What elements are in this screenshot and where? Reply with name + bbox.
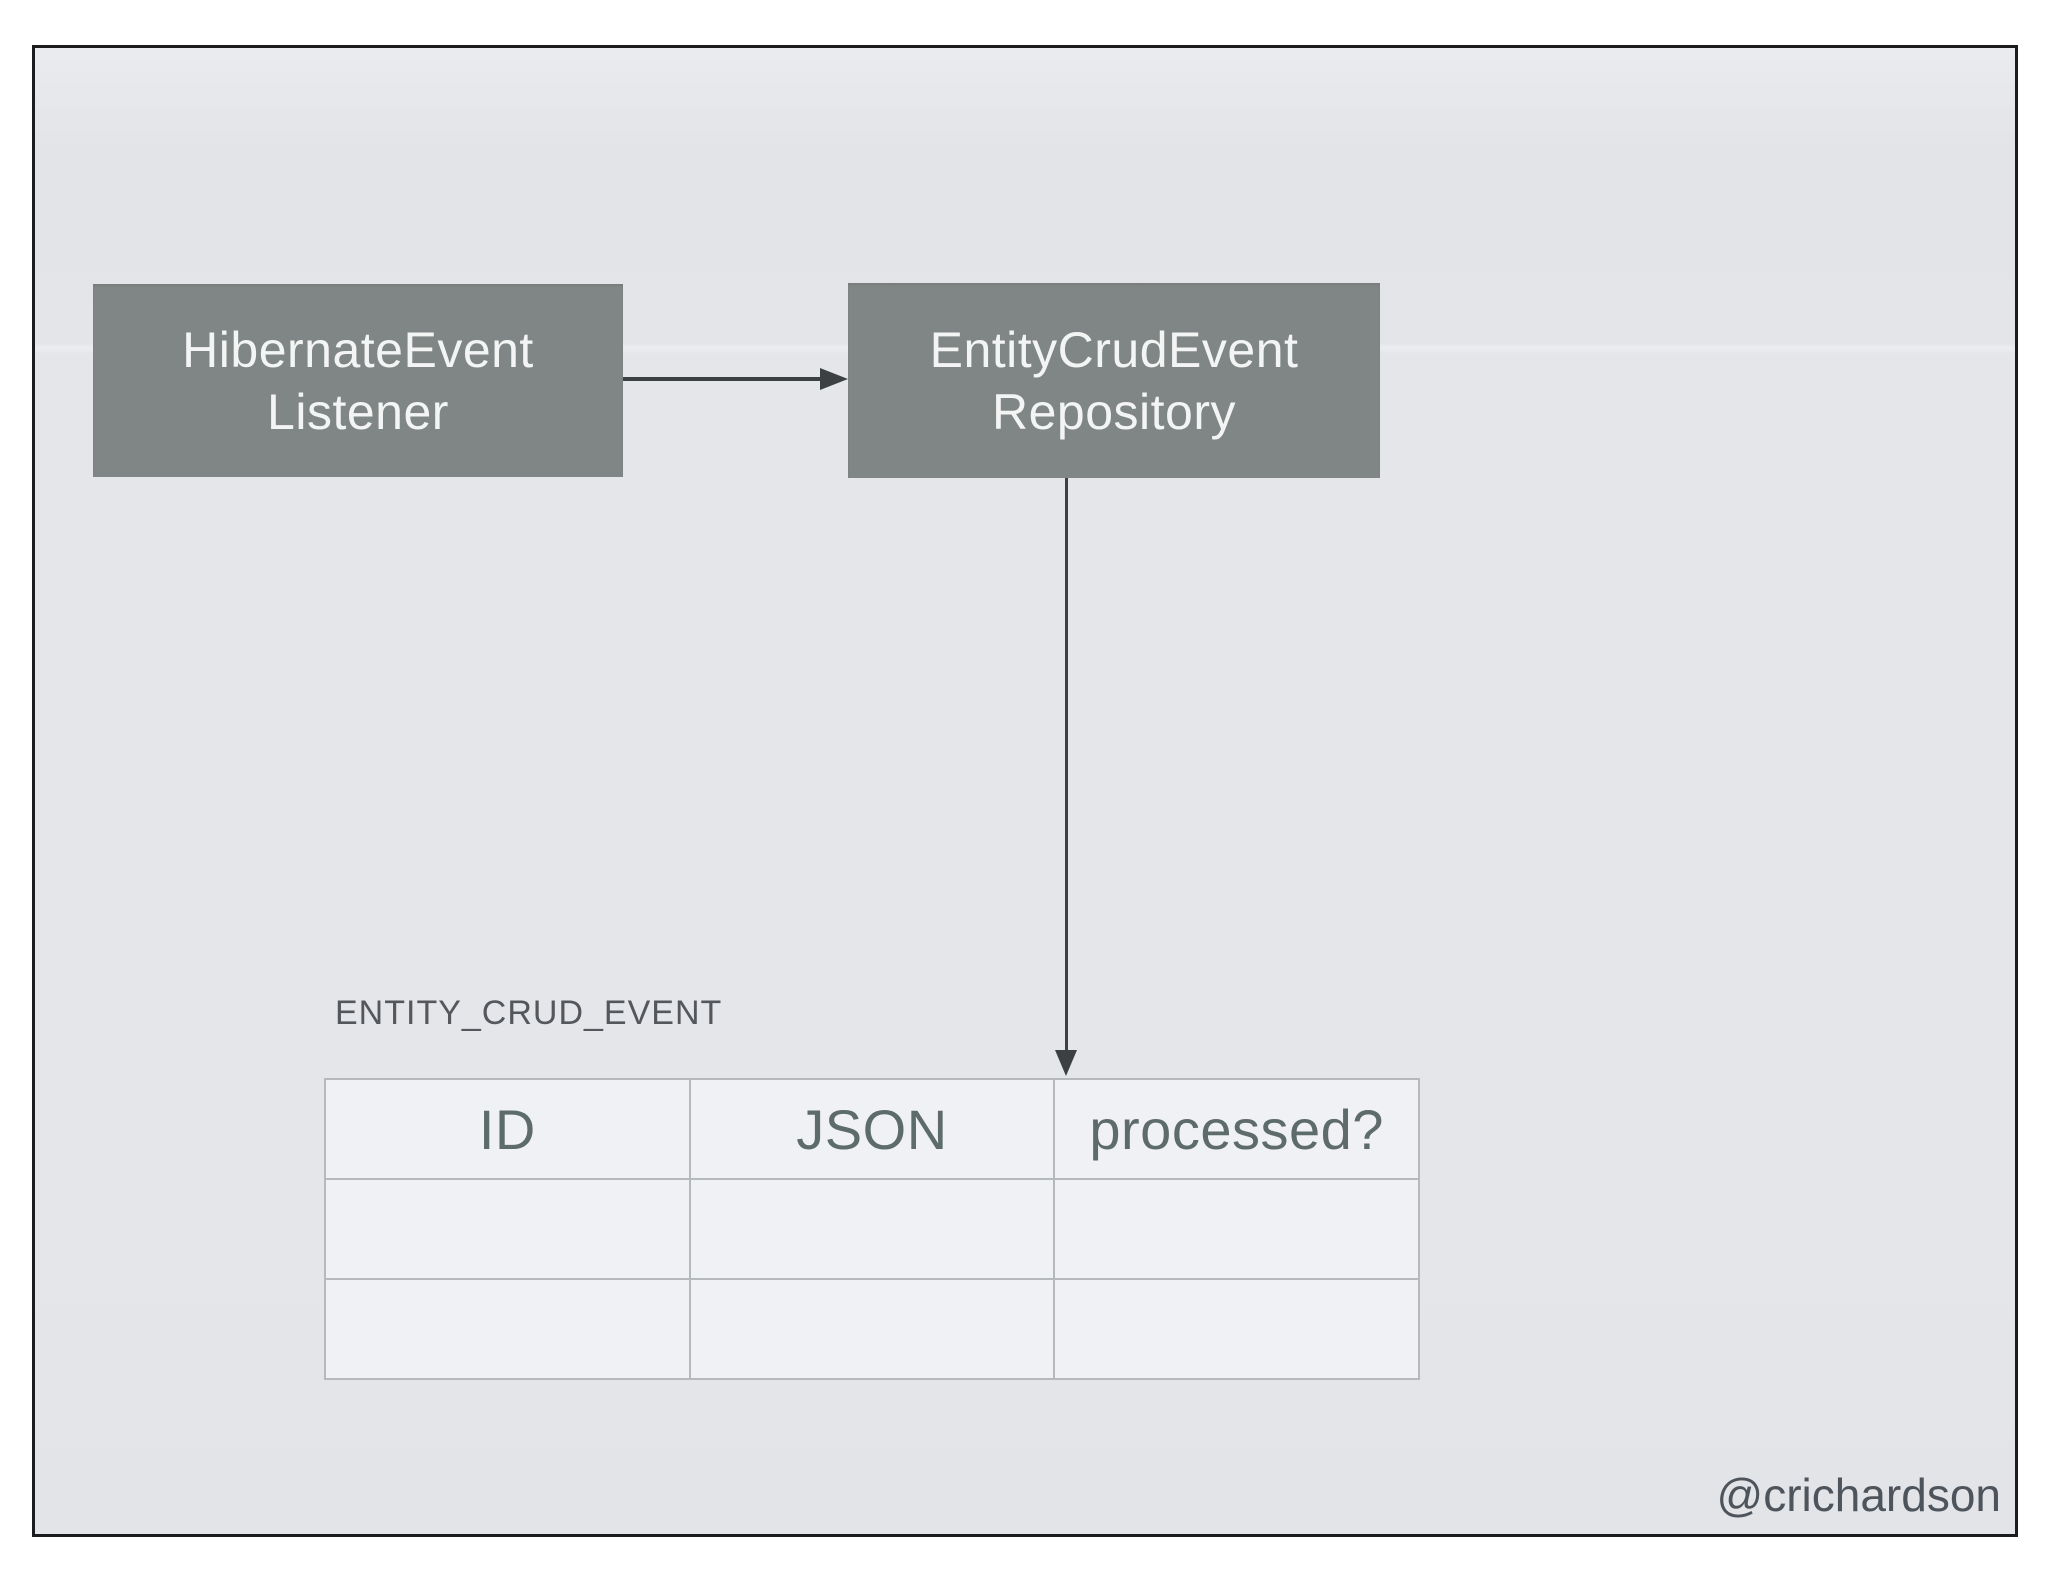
arrow-right-head-icon: [820, 368, 848, 390]
slide: HibernateEvent Listener EntityCrudEvent …: [32, 45, 2018, 1537]
box-label-line: Listener: [267, 383, 449, 440]
table-title: ENTITY_CRUD_EVENT: [335, 994, 723, 1032]
box-label-line: EntityCrudEvent: [929, 321, 1299, 378]
arrow-down-head-icon: [1055, 1050, 1077, 1076]
table-row: [324, 1278, 1420, 1380]
box-label-line: Repository: [992, 383, 1236, 440]
box-hibernate-event-listener: HibernateEvent Listener: [93, 284, 623, 477]
table-cell: [324, 1178, 691, 1280]
column-header-processed: processed?: [1053, 1078, 1420, 1180]
entity-crud-event-table: ID JSON processed?: [324, 1078, 1420, 1380]
box-entity-crud-event-repository: EntityCrudEvent Repository: [848, 283, 1380, 478]
arrow-right-line: [623, 377, 821, 381]
table-cell: [688, 1178, 1056, 1280]
table-row: [324, 1178, 1420, 1280]
table-cell: [1053, 1278, 1420, 1380]
arrow-down-line: [1065, 478, 1068, 1052]
box-label-line: HibernateEvent: [182, 321, 534, 378]
footer-handle: @crichardson: [1716, 1469, 2001, 1521]
table-cell: [688, 1278, 1056, 1380]
table-cell: [324, 1278, 691, 1380]
column-header-json: JSON: [688, 1078, 1056, 1180]
table-header-row: ID JSON processed?: [324, 1078, 1420, 1180]
column-header-id: ID: [324, 1078, 691, 1180]
table-cell: [1053, 1178, 1420, 1280]
